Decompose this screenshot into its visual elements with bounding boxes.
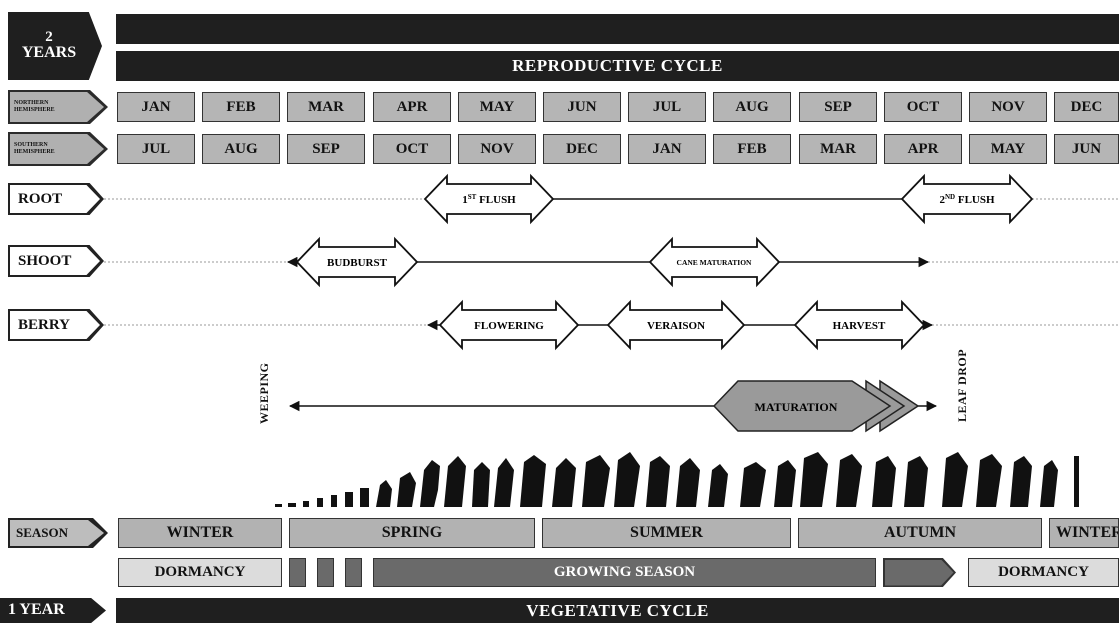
southern-month-2: AUG (202, 134, 280, 164)
season-summer: SUMMER (542, 518, 791, 548)
one-year-badge: 1 YEAR (0, 598, 106, 623)
one-year-label: 1 YEAR (8, 601, 65, 619)
northern-month-11: NOV (969, 92, 1047, 122)
veraison-arrow (606, 299, 746, 351)
season-winter-end: WINTER (1049, 518, 1119, 548)
northern-month-1: JAN (117, 92, 195, 122)
northern-hemisphere-tag: NORTHERN HEMISPHERE (8, 90, 108, 124)
second-flush-arrow (900, 173, 1034, 225)
southern-month-4: OCT (373, 134, 451, 164)
budburst-arrow (295, 236, 419, 288)
northern-month-12: DEC (1054, 92, 1119, 122)
northern-month-10: OCT (884, 92, 962, 122)
budding-block-3 (345, 558, 362, 587)
northern-month-6: JUN (543, 92, 621, 122)
veraison-label: VERAISON (647, 320, 705, 332)
southern-month-3: SEP (287, 134, 365, 164)
northern-month-5: MAY (458, 92, 536, 122)
budburst-label: BUDBURST (327, 257, 388, 269)
two-years-label: YEARS (21, 44, 77, 62)
northern-month-2: FEB (202, 92, 280, 122)
maturation-label: MATURATION (755, 400, 838, 414)
berry-label: BERRY (8, 309, 104, 341)
southern-month-8: FEB (713, 134, 791, 164)
top-dark-bar (116, 14, 1119, 44)
flowering-arrow (438, 299, 580, 351)
southern-month-9: MAR (799, 134, 877, 164)
budding-block-1 (289, 558, 306, 587)
root-label-text: ROOT (18, 190, 63, 207)
berry-label-text: BERRY (18, 316, 70, 333)
season-tag: SEASON (8, 518, 108, 548)
northern-month-9: SEP (799, 92, 877, 122)
southern-line1: SOUTHERN (14, 142, 48, 149)
season-autumn: AUTUMN (798, 518, 1042, 548)
harvest-arrow (793, 299, 926, 351)
dormancy-end: DORMANCY (968, 558, 1119, 587)
two-years-badge: 2 YEARS (8, 12, 102, 80)
southern-month-7: JAN (628, 134, 706, 164)
first-flush-arrow (423, 173, 555, 225)
flowering-label: FLOWERING (474, 320, 544, 332)
growing-season-end-arrow (883, 558, 956, 587)
southern-month-1: JUL (117, 134, 195, 164)
northern-line2: HEMISPHERE (14, 107, 55, 113)
vegetative-cycle-bar: VEGETATIVE CYCLE (116, 598, 1119, 623)
reproductive-cycle-bar: REPRODUCTIVE CYCLE (116, 51, 1119, 81)
cane-maturation-label: CANE MATURATION (677, 258, 753, 267)
southern-month-5: NOV (458, 134, 536, 164)
northern-month-8: AUG (713, 92, 791, 122)
season-spring: SPRING (289, 518, 535, 548)
northern-month-7: JUL (628, 92, 706, 122)
northern-month-3: MAR (287, 92, 365, 122)
two-years-number: 2 (45, 28, 53, 45)
reproductive-cycle-label: REPRODUCTIVE CYCLE (512, 56, 723, 75)
southern-month-10: APR (884, 134, 962, 164)
cane-maturation-arrow (648, 236, 781, 288)
northern-line1: NORTHERN (14, 100, 49, 107)
dormancy-start: DORMANCY (118, 558, 282, 587)
maturation-arrow (712, 380, 892, 432)
harvest-label: HARVEST (833, 320, 886, 332)
southern-month-11: MAY (969, 134, 1047, 164)
budding-block-2 (317, 558, 334, 587)
vine-growth-silhouettes (275, 452, 1079, 507)
growing-season-bar: GROWING SEASON (373, 558, 876, 587)
southern-month-6: DEC (543, 134, 621, 164)
season-winter-start: WINTER (118, 518, 282, 548)
shoot-label-text: SHOOT (18, 252, 72, 269)
leaf-drop-label: LEAF DROP (955, 348, 969, 422)
root-label: ROOT (8, 183, 104, 215)
shoot-label: SHOOT (8, 245, 104, 277)
season-tag-text: SEASON (16, 525, 69, 540)
first-flush-label: 1ST FLUSH (462, 193, 516, 206)
southern-line2: HEMISPHERE (14, 149, 55, 155)
weeping-label: WEEPING (257, 362, 271, 424)
southern-hemisphere-tag: SOUTHERN HEMISPHERE (8, 132, 108, 166)
northern-month-4: APR (373, 92, 451, 122)
southern-month-12: JUN (1054, 134, 1119, 164)
second-flush-label: 2ND FLUSH (939, 193, 994, 206)
vegetative-cycle-label: VEGETATIVE CYCLE (526, 600, 709, 620)
